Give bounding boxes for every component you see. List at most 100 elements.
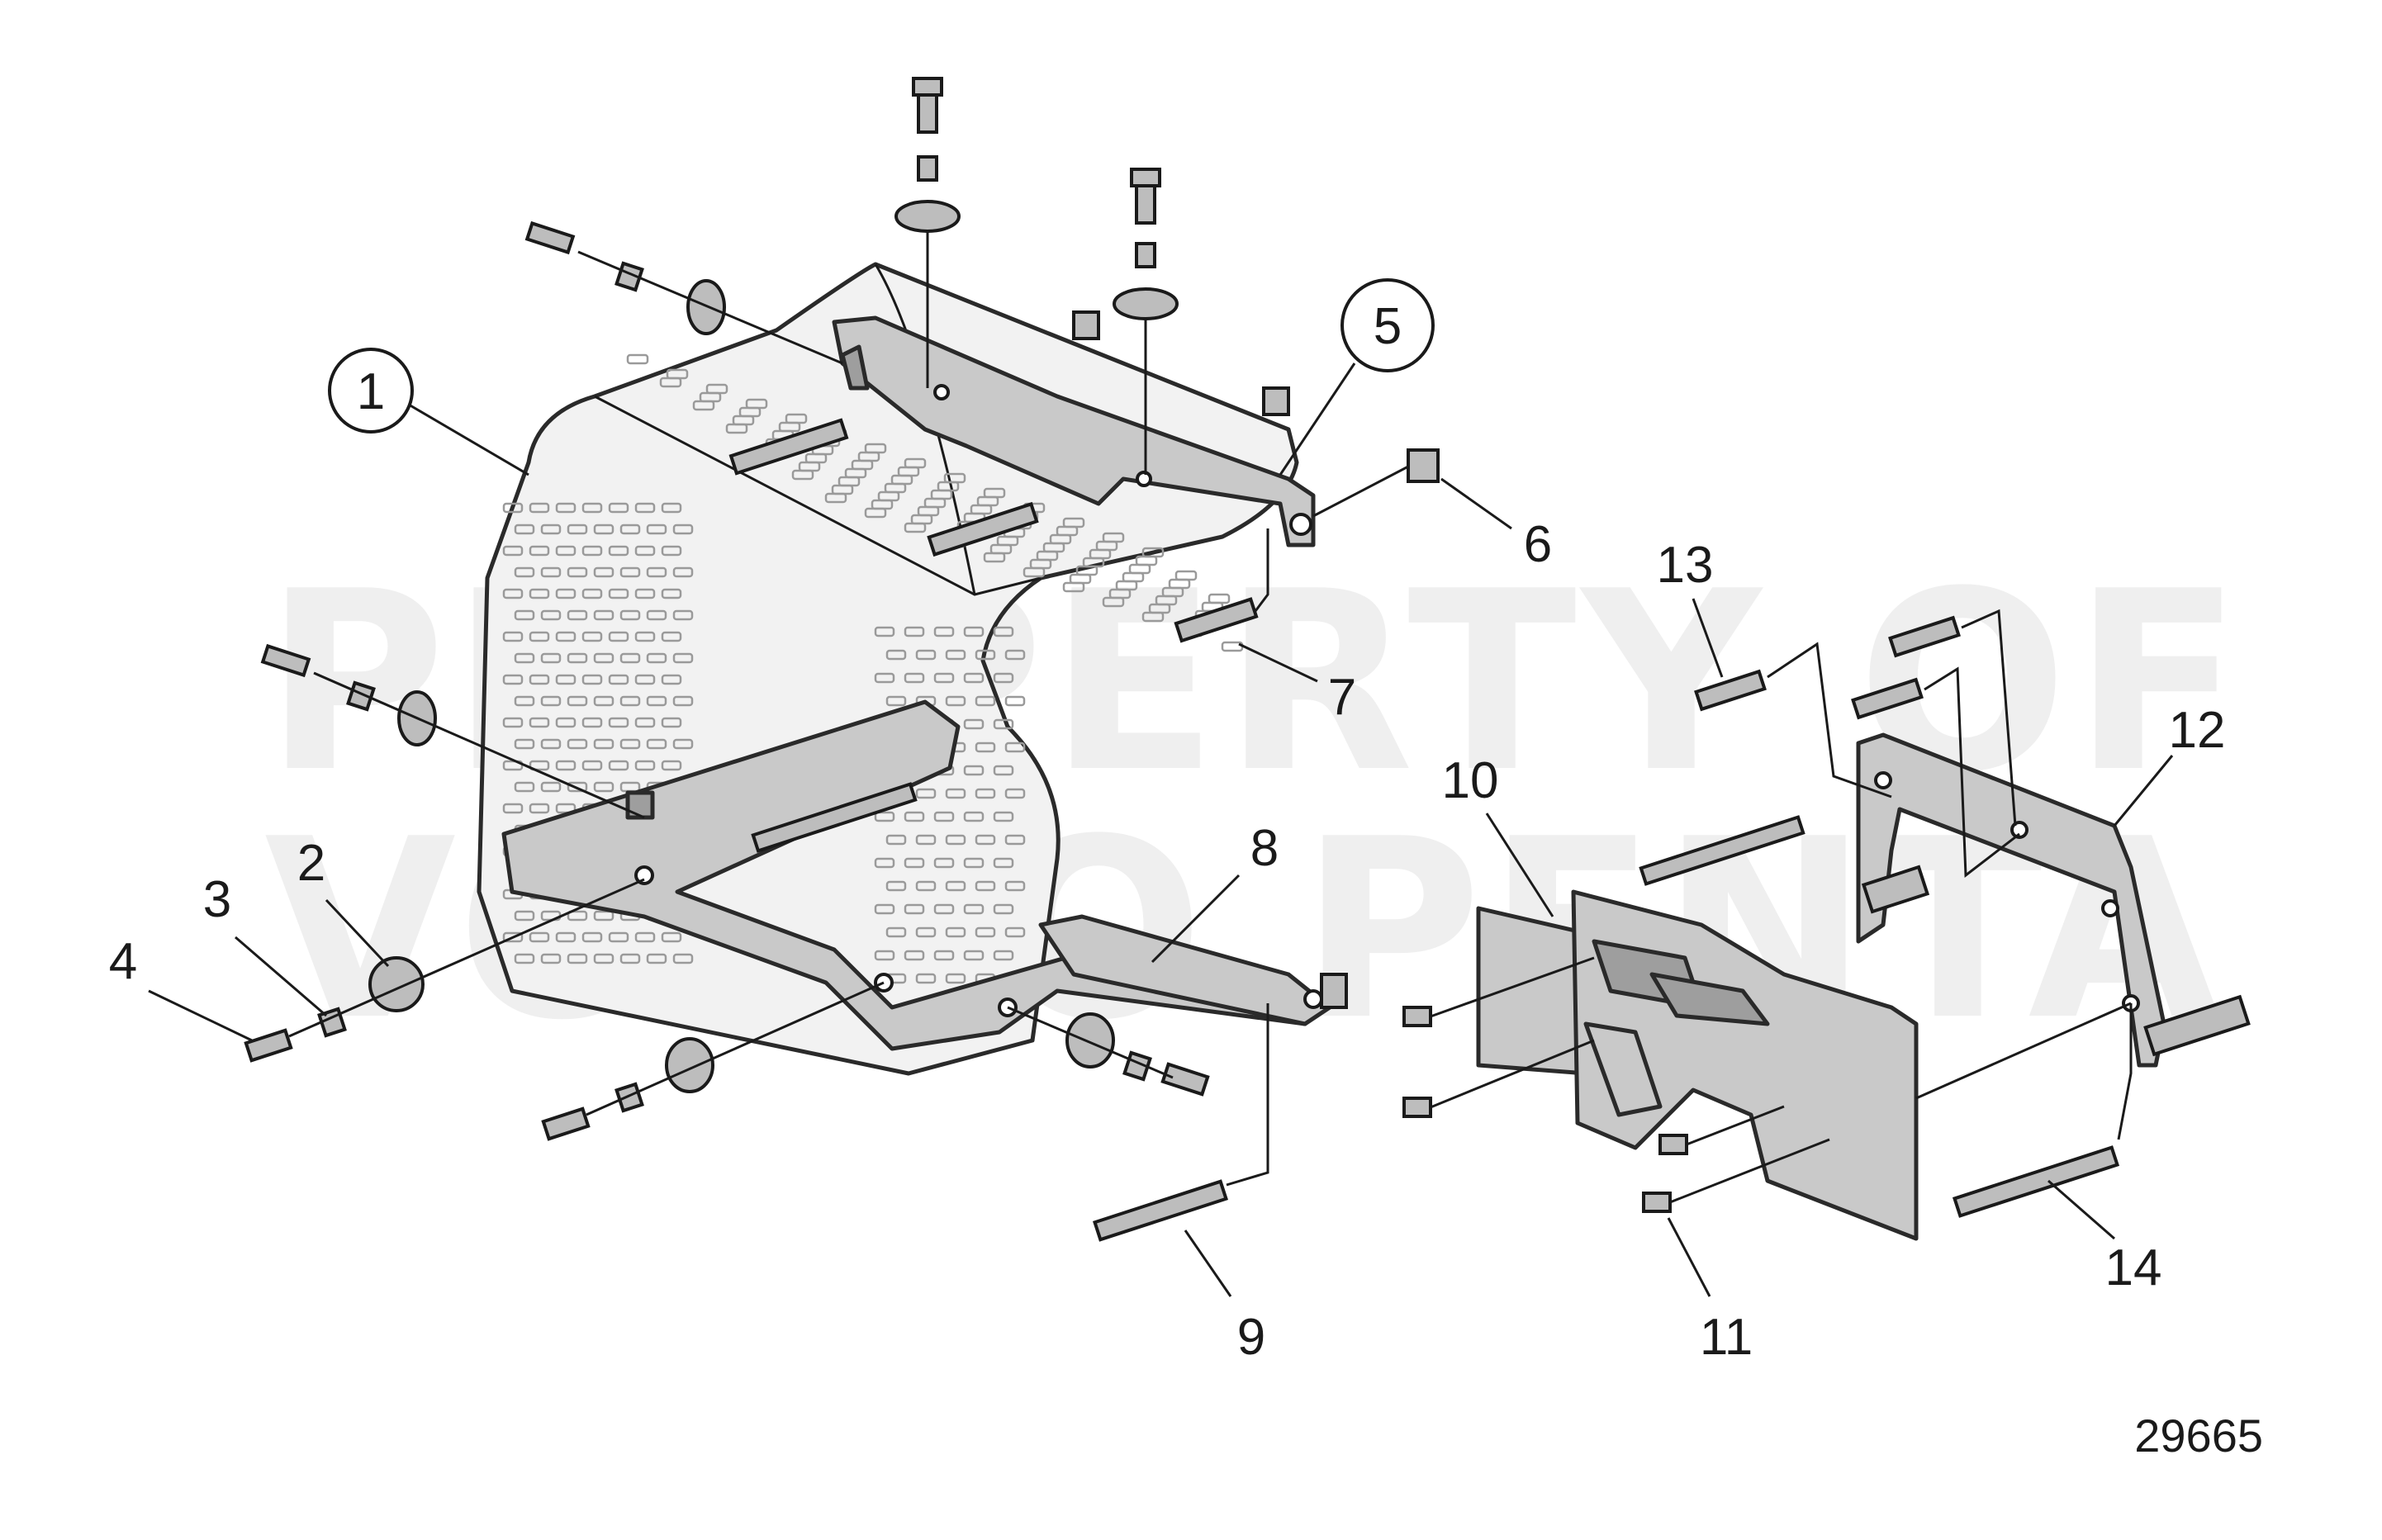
- perforation-slot: [661, 588, 682, 599]
- perforation-slot: [619, 738, 641, 750]
- perforation-slot: [1023, 566, 1046, 578]
- perforation-slot: [945, 880, 966, 892]
- bolt-part-13-c: [1851, 677, 1924, 720]
- callout-7: 7: [1238, 642, 1356, 726]
- perforation-slot: [963, 672, 985, 684]
- upper-left-bolt-set: [524, 220, 843, 365]
- perforation-slot: [555, 545, 577, 557]
- perforation-slot: [529, 760, 550, 771]
- callout-1-label: 1: [357, 363, 385, 420]
- perforation-slot: [529, 717, 550, 728]
- perforation-slot: [502, 502, 524, 514]
- perforation-slot: [567, 609, 588, 621]
- long-stud-upper: [1639, 815, 1805, 886]
- perforation-slot: [529, 588, 550, 599]
- perforation-slot: [555, 717, 577, 728]
- perforation-slot: [540, 609, 562, 621]
- perforation-slot: [619, 524, 641, 535]
- perforation-slot: [502, 674, 524, 685]
- perforation-slot: [975, 649, 996, 661]
- perforation-slot: [634, 674, 656, 685]
- perforation-slot: [593, 910, 614, 922]
- perforation-slot: [945, 834, 966, 846]
- perforation-slot: [904, 903, 925, 915]
- perforation-slot: [874, 903, 895, 915]
- front-plate-part-10: [1476, 889, 1919, 1241]
- perforation-slot: [608, 588, 629, 599]
- perforation-slot: [672, 953, 694, 964]
- perforation-slot: [993, 626, 1014, 637]
- stud-top-rear: [927, 501, 1039, 557]
- stud-top-front: [728, 418, 849, 476]
- perforation-slot: [975, 926, 996, 938]
- perforation-slot: [555, 674, 577, 685]
- perforation-slot: [593, 781, 614, 793]
- perforation-slot: [904, 626, 925, 637]
- perforation-slot: [593, 524, 614, 535]
- perforation-slot: [933, 672, 955, 684]
- perforation-slot: [634, 545, 656, 557]
- perforation-slot: [608, 502, 629, 514]
- perforation-slot: [581, 717, 603, 728]
- perforation-slot: [619, 695, 641, 707]
- pin-lower: [2143, 994, 2251, 1057]
- perforation-slot: [874, 626, 895, 637]
- bolt-part-7: [1174, 597, 1259, 643]
- perforation-slot: [502, 631, 524, 642]
- bolt-part-11-b: [1402, 1097, 1432, 1118]
- perforation-slot: [945, 926, 966, 938]
- perforation-slot: [993, 718, 1014, 730]
- perforation-slot: [567, 524, 588, 535]
- sleeve-part-8: [1320, 973, 1348, 1009]
- pin-upper: [1861, 865, 1930, 914]
- perforation-slot: [581, 588, 603, 599]
- perforation-slot: [993, 765, 1014, 776]
- perforation-slot: [567, 953, 588, 964]
- perforation-slot: [885, 649, 907, 661]
- perforation-slot: [963, 811, 985, 822]
- bolt-part-11-d: [1642, 1192, 1672, 1213]
- perforation-slot: [963, 950, 985, 961]
- perforation-slot: [608, 760, 629, 771]
- callout-12-label: 12: [2169, 702, 2226, 759]
- perforation-slot: [619, 566, 641, 578]
- bolt-part-14: [1952, 1145, 2120, 1218]
- top-bolt-2: [1113, 168, 1179, 475]
- perforation-slot: [672, 524, 694, 535]
- perforation-slot: [904, 522, 927, 533]
- perforation-slot: [945, 649, 966, 661]
- perforation-slot: [963, 718, 985, 730]
- perforation-slot: [514, 524, 535, 535]
- perforation-slot: [1004, 926, 1026, 938]
- rear-bracket-part-12: [1856, 732, 2166, 1068]
- perforation-slot: [993, 811, 1014, 822]
- callout-4: 4: [109, 933, 253, 1042]
- callout-6: 6: [1440, 477, 1552, 573]
- perforation-slot: [993, 857, 1014, 869]
- perforation-slot: [646, 695, 667, 707]
- perforation-slot: [581, 674, 603, 685]
- perforation-slot: [915, 834, 937, 846]
- callout-8-label: 8: [1250, 820, 1279, 877]
- callout-2: 2: [297, 835, 390, 968]
- perforation-slot: [661, 674, 682, 685]
- perforation-slot: [581, 760, 603, 771]
- perforation-slot: [619, 609, 641, 621]
- perforation-slot: [502, 588, 524, 599]
- perforation-slot: [529, 674, 550, 685]
- perforation-slot: [874, 857, 895, 869]
- bolt-part-13-b: [1888, 615, 1961, 658]
- callout-12: 12: [2113, 702, 2226, 827]
- perforation-slot: [672, 566, 694, 578]
- perforation-slot: [540, 566, 562, 578]
- lower-bracket-part-8: [501, 699, 1332, 1051]
- perforation-slot: [672, 652, 694, 664]
- callout-8: 8: [1151, 820, 1279, 964]
- perforation-slot: [514, 781, 535, 793]
- perforation-slot: [915, 973, 937, 984]
- perforation-slot: [608, 674, 629, 685]
- perforation-slot: [672, 738, 694, 750]
- perforation-slot: [983, 552, 1006, 563]
- perforation-slot: [514, 910, 535, 922]
- perforation-slot: [514, 695, 535, 707]
